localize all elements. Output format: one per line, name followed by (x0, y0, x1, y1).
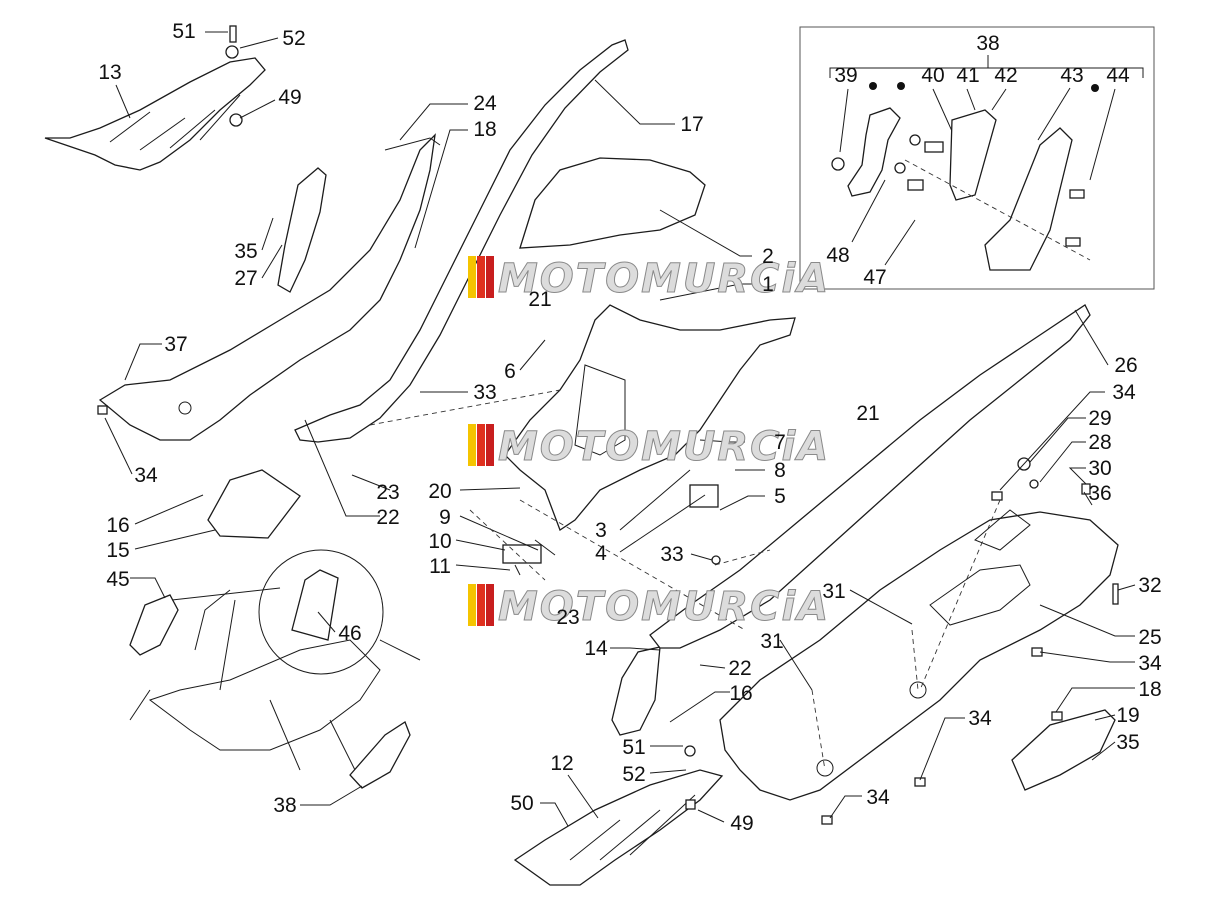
part-label: 28 (1088, 431, 1111, 454)
part-label: 34 (968, 707, 992, 730)
part-labels: 51 52 13 49 24 18 17 35 27 2 1 21 37 6 3… (98, 20, 1162, 835)
part-label: 34 (1138, 652, 1162, 675)
part-label: 30 (1088, 457, 1111, 480)
part-label: 24 (473, 92, 497, 115)
part-label: 23 (556, 606, 579, 629)
part-label: 51 (622, 736, 645, 759)
part-label: 15 (106, 539, 129, 562)
part-label: 26 (1114, 354, 1137, 377)
part-label: 46 (338, 622, 361, 645)
part-label: 39 (834, 64, 857, 87)
part-label: 32 (1138, 574, 1161, 597)
part-label: 11 (429, 555, 451, 578)
part-label: 25 (1138, 626, 1161, 649)
part-label: 34 (866, 786, 890, 809)
part-label: 1 (762, 273, 774, 296)
part-label: 49 (730, 812, 753, 835)
part-label: 7 (774, 431, 786, 454)
inset-labels: 38 39 40 41 42 43 44 48 47 (826, 32, 1130, 289)
part-label: 52 (282, 27, 305, 50)
part-label: 35 (234, 240, 257, 263)
part-label: 21 (528, 288, 551, 311)
part-label: 10 (428, 530, 451, 553)
part-label: 41 (956, 64, 979, 87)
part-label: 8 (774, 459, 786, 482)
part-label: 13 (98, 61, 121, 84)
part-label: 2 (762, 245, 774, 268)
part-label: 16 (106, 514, 129, 537)
part-label: 35 (1116, 731, 1139, 754)
part-label: 12 (550, 752, 573, 775)
part-label: 17 (680, 113, 703, 136)
part-label: 50 (510, 792, 533, 815)
part-label: 31 (822, 580, 845, 603)
part-label: 27 (234, 267, 257, 290)
part-label: 31 (760, 630, 783, 653)
leader-lines (104, 31, 1136, 827)
part-label: 29 (1088, 407, 1111, 430)
watermark-2: MOTOMURCiA (468, 424, 830, 471)
watermark-3: MOTOMURCiA (468, 584, 830, 631)
part-label: 44 (1106, 64, 1130, 87)
part-label: 38 (273, 794, 296, 817)
part-label: 52 (622, 763, 645, 786)
part-label: 6 (504, 360, 516, 383)
part-label: 33 (473, 381, 496, 404)
part-label: 43 (1060, 64, 1083, 87)
part-label: 47 (863, 266, 886, 289)
part-label: 19 (1116, 704, 1139, 727)
part-label: 33 (660, 543, 683, 566)
part-label: 51 (172, 20, 195, 43)
watermark-1: MOTOMURCiA (468, 256, 830, 303)
part-outlines (44, 25, 1119, 886)
part-label: 21 (856, 402, 879, 425)
part-label: 16 (729, 682, 752, 705)
inset-title: 38 (976, 32, 999, 55)
part-label: 23 (376, 481, 399, 504)
part-label: 4 (595, 542, 607, 565)
part-label: 45 (106, 568, 129, 591)
part-label: 22 (376, 506, 399, 529)
part-label: 14 (584, 637, 608, 660)
part-label: 5 (774, 485, 786, 508)
watermark-text: MOTOMURCiA (498, 424, 830, 470)
part-label: 18 (473, 118, 496, 141)
part-label: 48 (826, 244, 849, 267)
watermark-text: MOTOMURCiA (498, 256, 830, 302)
inset-box-38 (799, 26, 1155, 290)
part-label: 42 (994, 64, 1017, 87)
part-label: 20 (428, 480, 451, 503)
watermark-text: MOTOMURCiA (498, 584, 830, 630)
part-label: 18 (1138, 678, 1161, 701)
part-label: 34 (134, 464, 158, 487)
part-label: 9 (439, 506, 451, 529)
part-label: 3 (595, 519, 607, 542)
part-label: 37 (164, 333, 187, 356)
part-label: 34 (1112, 381, 1136, 404)
part-label: 49 (278, 86, 301, 109)
part-label: 40 (921, 64, 944, 87)
part-label: 22 (728, 657, 751, 680)
part-label: 36 (1088, 482, 1111, 505)
